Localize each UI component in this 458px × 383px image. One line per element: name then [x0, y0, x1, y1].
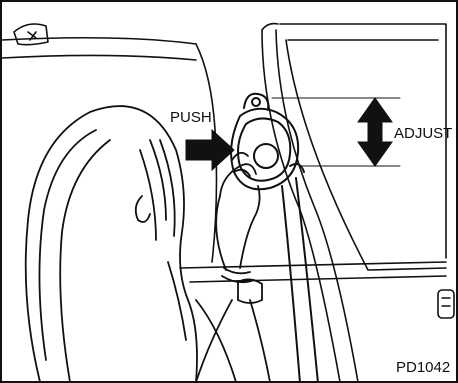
push-label: PUSH	[170, 109, 212, 126]
figure-code: PD1042	[396, 359, 450, 376]
adjust-label: ADJUST	[394, 125, 452, 142]
